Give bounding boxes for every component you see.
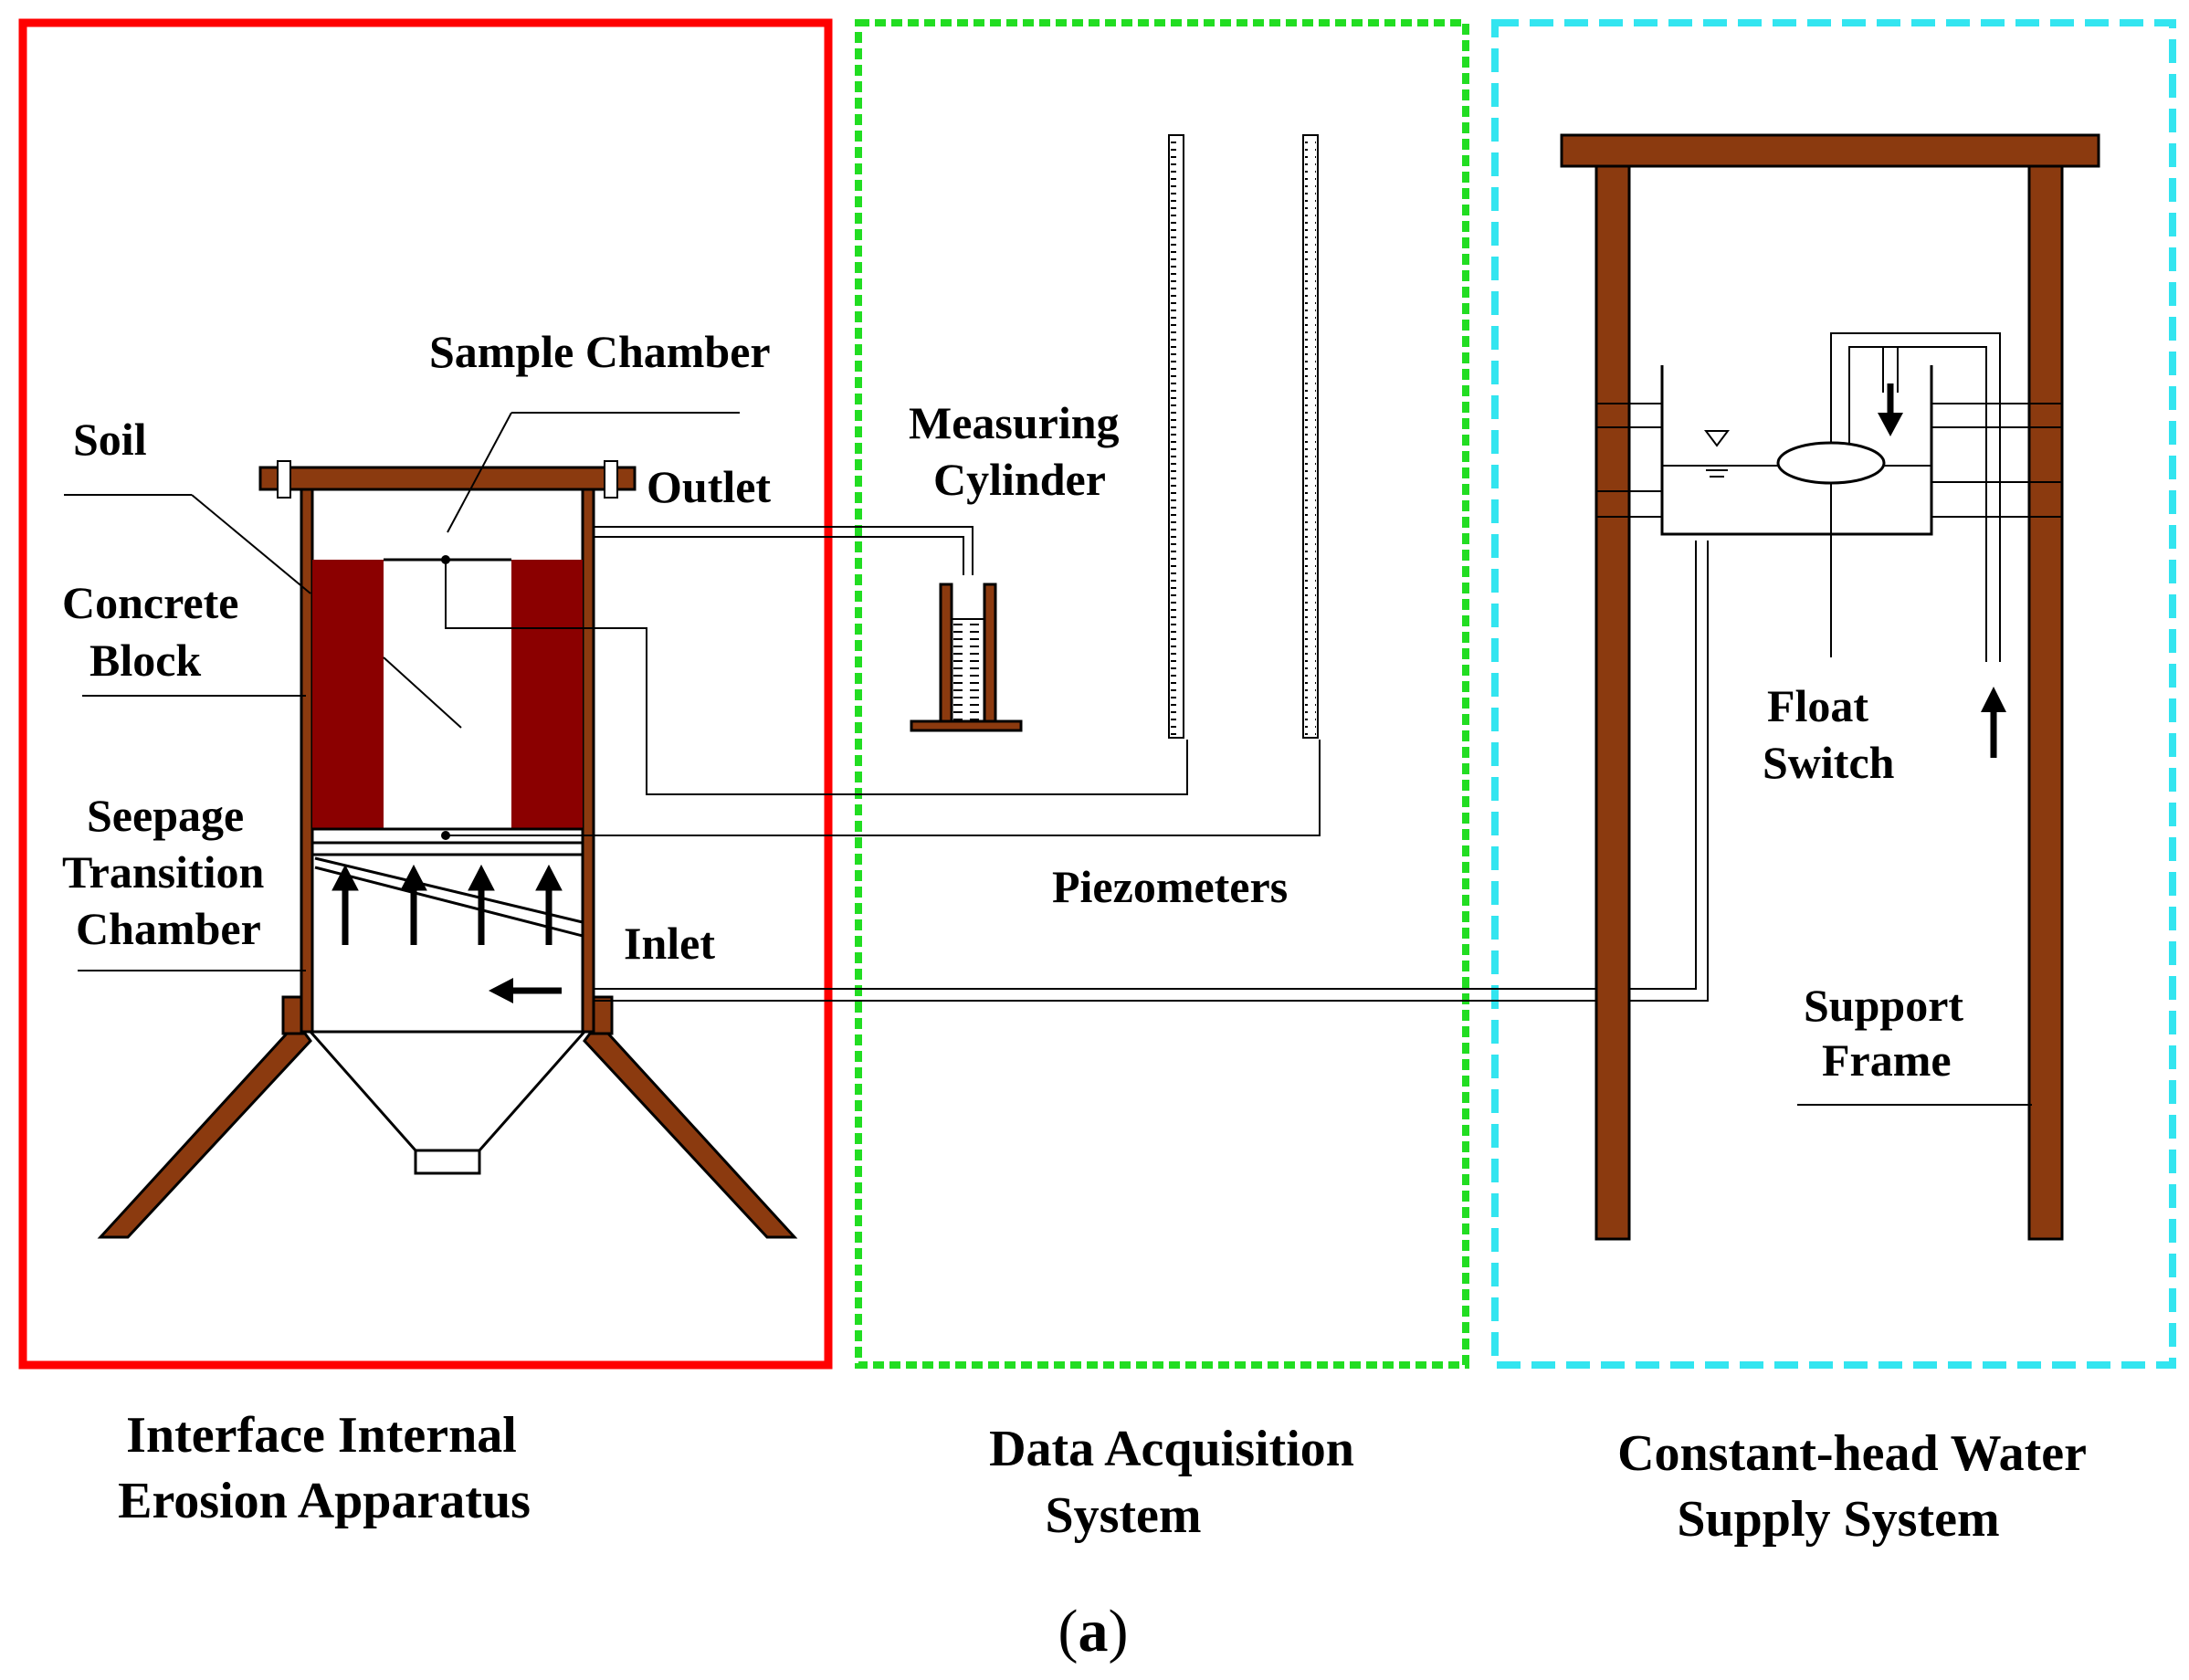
measuring-cylinder-label-line2: Cylinder <box>933 454 1106 505</box>
apparatus-section-frame <box>18 18 833 1370</box>
water-supply-title-line1: Constant-head Water <box>1617 1425 2087 1482</box>
piezometers-label: Piezometers <box>1052 861 1288 912</box>
measuring-cylinder <box>910 583 1023 732</box>
water-supply-title-line2: Supply System <box>1677 1491 1999 1548</box>
apparatus-title-line2: Erosion Apparatus <box>118 1473 531 1529</box>
flow-up-arrows <box>332 864 563 945</box>
concrete-block-label-line2: Block <box>89 635 201 686</box>
support-frame-label-line1: Support <box>1804 980 1963 1031</box>
measuring-cylinder-label-line1: Measuring <box>909 397 1120 448</box>
soil-label: Soil <box>73 414 147 465</box>
data-acquisition-title-line1: Data Acquisition <box>989 1421 1354 1477</box>
support-frame <box>1560 133 2100 1241</box>
concrete-block-label-line1: Concrete <box>62 577 238 628</box>
caption-open-paren: ( <box>1058 1598 1079 1664</box>
concrete-block-left <box>312 560 384 829</box>
float-switch-label-line2: Switch <box>1763 737 1895 788</box>
figure-caption: (a) <box>1058 1598 1129 1664</box>
concrete-block-right <box>511 560 583 829</box>
leader-lines <box>64 412 2032 1106</box>
piezometer-tubes <box>1168 134 1319 739</box>
caption-close-paren: ) <box>1109 1598 1129 1664</box>
float-switch-label-line1: Float <box>1767 680 1868 731</box>
piping <box>445 526 1709 1002</box>
erosion-apparatus <box>97 460 798 1239</box>
sample-chamber-label: Sample Chamber <box>429 326 771 377</box>
apparatus-title-line1: Interface Internal <box>126 1407 517 1464</box>
support-frame-label-line2: Frame <box>1822 1034 1952 1086</box>
inlet-label: Inlet <box>624 918 715 969</box>
data-acquisition-title-line2: System <box>1045 1487 1201 1544</box>
seepage-chamber-label-line2: Transition <box>62 846 265 898</box>
outlet-label: Outlet <box>647 461 771 512</box>
data-acquisition-section-frame <box>855 19 1469 1369</box>
constant-head-tank <box>1596 332 2062 758</box>
water-supply-section-frame <box>1491 19 2176 1369</box>
seepage-chamber-label-line1: Seepage <box>87 790 244 841</box>
caption-letter: a <box>1079 1598 1109 1664</box>
seepage-chamber-label-line3: Chamber <box>76 903 261 954</box>
inlet-arrow <box>489 978 562 1003</box>
